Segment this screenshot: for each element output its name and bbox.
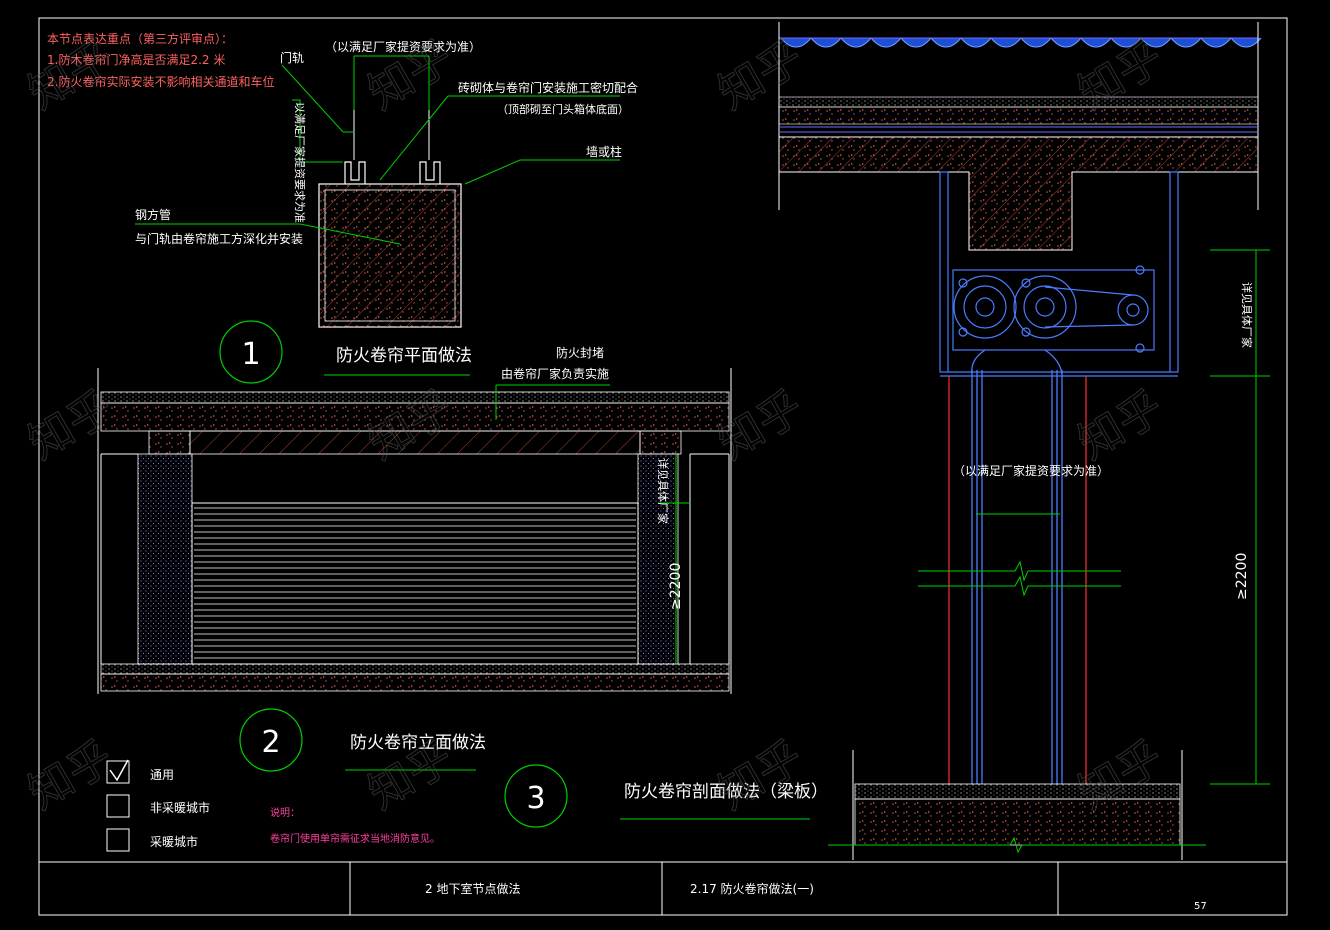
plan-label-vertical: 以满足厂家提资要求为准 [293, 102, 307, 223]
notes-title: 本节点表达重点（第三方评审点）： [47, 31, 233, 46]
legend-checkbox-general[interactable] [106, 760, 130, 784]
elevation-dimension-text: ≥2200 [668, 563, 684, 610]
roof-wave [780, 37, 812, 48]
elevation-shutter [194, 507, 636, 659]
section-detail-title: 防火卷帘剖面做法（梁板） [624, 782, 828, 802]
elevation-label-detail: 详见具体厂家 [656, 458, 670, 524]
elevation-label-seal-2: 由卷帘厂家负责实施 [501, 366, 609, 381]
plan-label-track: 门轨 [280, 50, 304, 65]
section-dimension [1210, 249, 1270, 785]
roof-wave [990, 37, 1022, 48]
roof-wave [1230, 37, 1262, 48]
legend-checkbox-heating[interactable] [106, 828, 130, 852]
titleblock-chapter: 2 地下室节点做法 [425, 881, 520, 896]
plan-leaders [135, 55, 620, 245]
elevation-beam [639, 430, 682, 455]
plan-column-inner [324, 189, 456, 322]
roof-wave [810, 37, 842, 48]
plan-detail-title: 防火卷帘平面做法 [336, 346, 472, 366]
elevation-column-left [137, 453, 193, 665]
legend: 通用 非采暖城市 采暖城市 [106, 759, 210, 852]
plan-label-masonry: 砖砌体与卷帘门安装施工密切配合 [458, 80, 638, 95]
plan-detail-number: 1 [241, 337, 260, 372]
titleblock-section: 2.17 防火卷帘做法(一) [690, 881, 814, 896]
legend-label-heating: 采暖城市 [150, 834, 198, 849]
watermark: 知乎 [20, 731, 122, 819]
section-label-manufacturer: （以满足厂家提资要求为准） [953, 463, 1109, 478]
section-dimension-text: ≥2200 [1234, 553, 1250, 600]
roof-wave [900, 37, 932, 48]
plan-track [344, 161, 441, 184]
notes-item-2: 2.防火卷帘实际安装不影响相关通道和车位 [47, 74, 274, 89]
roof-wave [870, 37, 902, 48]
plan-detail-circle [219, 320, 283, 384]
legend-label-general: 通用 [150, 768, 174, 782]
roof-wave [1050, 37, 1082, 48]
section-guide-rails [971, 349, 1063, 784]
section-detail-number: 3 [526, 781, 545, 816]
notes-item-1: 1.防木卷帘门净高是否满足2.2 米 [47, 52, 225, 67]
legend-checkbox-non-heating[interactable] [106, 794, 130, 818]
roof-wave [840, 37, 872, 48]
plan-label-steel-2: 与门轨由卷帘施工方深化并安装 [135, 231, 303, 246]
elevation-slab [100, 402, 730, 432]
roof-wave [1170, 37, 1202, 48]
sheet-border [38, 17, 1288, 916]
elevation-floor-finish [100, 663, 730, 675]
elevation-detail-number: 2 [261, 725, 280, 760]
elevation-beam [148, 430, 191, 455]
plan-label-steel: 钢方管 [135, 207, 171, 222]
roof-wave [1200, 37, 1232, 48]
elevation-detail-circle [239, 708, 303, 772]
section-floor-slab [854, 798, 1181, 846]
roof-wave [1140, 37, 1172, 48]
elevation-floor [100, 673, 730, 692]
elevation-label-seal: 防火封堵 [556, 345, 604, 360]
legend-label-non-heating: 非采暖城市 [150, 800, 210, 815]
roof-wave [930, 37, 962, 48]
check-icon [109, 759, 129, 782]
plan-column-fill [319, 184, 461, 327]
remark-text: 卷帘门使用单帘需征求当地消防意见。 [270, 832, 440, 845]
plan-detail: 门轨 （以满足厂家提资要求为准） 砖砌体与卷帘门安装施工密切配合 （顶部砌至门头… [135, 39, 638, 384]
roof-wave [960, 37, 992, 48]
roof-wave [1110, 37, 1142, 48]
section-detail-circle [504, 764, 568, 828]
section-finish [778, 96, 1259, 108]
section-roof-waves [780, 37, 1262, 48]
watermark: 知乎 [710, 731, 812, 819]
watermark: 知乎 [1070, 381, 1172, 469]
section-detail: （以满足厂家提资要求为准） ≥2200 详见具体厂家 3 防火卷帘剖面做法（梁板… [504, 22, 1270, 860]
roof-wave [1080, 37, 1112, 48]
section-label-detail: 详见具体厂家 [1240, 282, 1254, 348]
section-screed [778, 106, 1259, 125]
plan-label-wall: 墙或柱 [586, 144, 622, 159]
plan-label-manufacturer: （以满足厂家提资要求为准） [325, 39, 481, 54]
section-break-line [918, 513, 1121, 597]
section-frame [939, 171, 1179, 377]
elevation-detail-title: 防火卷帘立面做法 [350, 733, 486, 753]
titleblock-page: 57 [1194, 901, 1207, 912]
roof-wave [1020, 37, 1052, 48]
section-slab-beam-fill [779, 137, 1258, 250]
elevation-detail: ≥2200 详见具体厂家 防火封堵 由卷帘厂家负责实施 2 防火卷帘立面做法 [97, 345, 732, 772]
remark-title: 说明： [270, 806, 300, 819]
section-motor [953, 265, 1149, 353]
plan-label-masonry-2: （顶部砌至门头箱体底面） [497, 102, 629, 116]
section-floor-break [828, 836, 1206, 854]
